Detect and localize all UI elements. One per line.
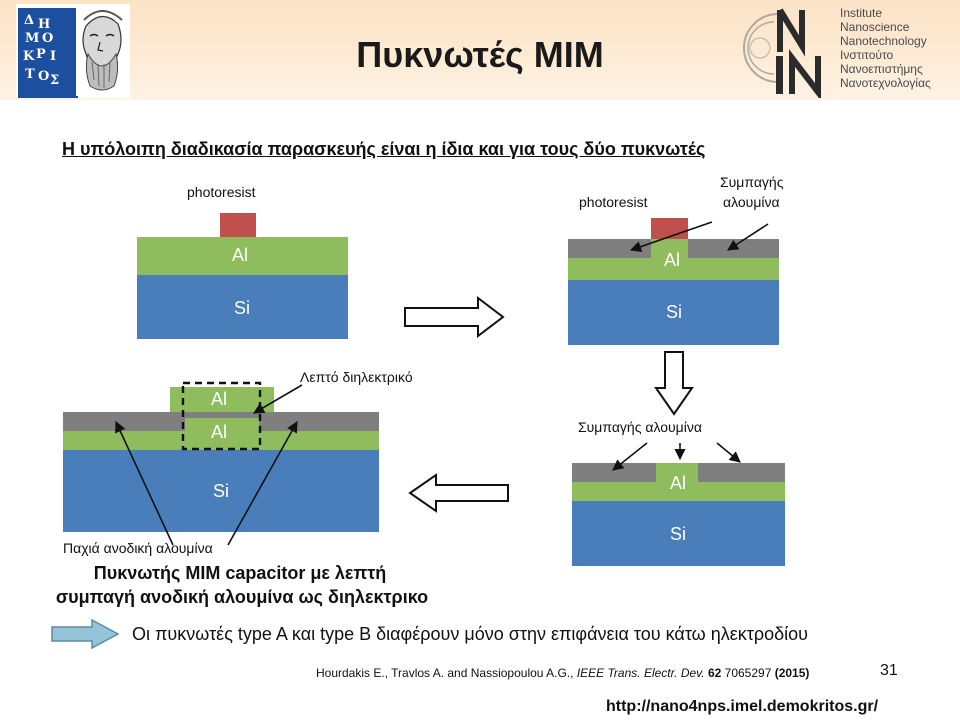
demokritos-logo-badge: Δ Η Μ Ο Κ Ρ Ι Τ Ο Σ bbox=[18, 8, 78, 98]
step3-si-label: Si bbox=[670, 524, 687, 544]
democritus-portrait-icon bbox=[76, 6, 128, 96]
step2-stack bbox=[568, 218, 779, 345]
step4-thick-alumina-label: Παχιά ανοδική αλουμίνα bbox=[63, 540, 213, 556]
step2-al-layer bbox=[568, 258, 779, 280]
step4-stack bbox=[63, 381, 379, 546]
note-arrow-icon bbox=[51, 618, 120, 650]
institute-line: Νανοεπιστήμης bbox=[840, 62, 923, 76]
step2-arrow-left bbox=[629, 221, 713, 252]
reference-authors: Hourdakis E., Travlos A. and Nassiopoulo… bbox=[316, 666, 577, 680]
step3-stack bbox=[572, 442, 785, 566]
step3-arrow-left bbox=[612, 442, 648, 471]
slide-subtitle: Η υπόλοιπη διαδικασία παρασκευής είναι η… bbox=[62, 139, 706, 159]
logo-letter: Η bbox=[38, 17, 51, 32]
step4-si-label: Si bbox=[213, 481, 230, 501]
step1-al-label: Al bbox=[232, 245, 249, 265]
institute-line: Institute bbox=[840, 6, 883, 20]
step1-stack bbox=[137, 213, 348, 339]
logo-letter: Κ bbox=[23, 49, 35, 64]
step2-photoresist-label: photoresist bbox=[579, 194, 648, 210]
process-arrow-right bbox=[404, 295, 505, 339]
reference-citation: Hourdakis E., Travlos A. and Nassiopoulo… bbox=[316, 666, 809, 680]
step3-alumina-left bbox=[572, 463, 656, 482]
step4-thick-alumina-arrow-left bbox=[115, 420, 174, 546]
step2-alumina-right bbox=[688, 239, 779, 258]
step3-al-label: Al bbox=[670, 473, 687, 493]
step4-thin-dielectric bbox=[170, 412, 274, 418]
step3-alumina-right bbox=[698, 463, 785, 482]
step2-alumina-label-line2: αλουμίνα bbox=[723, 194, 780, 210]
demokritos-logo: Δ Η Μ Ο Κ Ρ Ι Τ Ο Σ bbox=[16, 4, 130, 98]
step2-al-label: Al bbox=[664, 250, 681, 270]
step2-alumina-left bbox=[568, 239, 651, 258]
step2-si-layer bbox=[568, 280, 779, 345]
process-arrow-down bbox=[654, 351, 694, 416]
step4-al-bottom-label: Al bbox=[211, 422, 228, 442]
page-title: Πυκνωτές MIM bbox=[356, 34, 604, 75]
step2-alumina-label-line1: Συμπαγής bbox=[720, 174, 784, 190]
logo-letter: Τ bbox=[25, 67, 35, 82]
logo-letter: Ι bbox=[50, 49, 57, 64]
logo-letter: Ο bbox=[42, 31, 54, 46]
institute-line: Ινστιτούτο bbox=[840, 48, 894, 62]
step4-highlight-box bbox=[181, 381, 262, 451]
step3-si-layer bbox=[572, 501, 785, 566]
capacitor-caption-line2: συμπαγή ανοδική αλουμίνα ως διηλεκτρικο bbox=[55, 587, 429, 607]
reference-volume: 62 bbox=[704, 666, 722, 680]
step4-dielectric-arrow bbox=[253, 384, 303, 414]
step1-si-label: Si bbox=[234, 298, 251, 318]
step4-al-top-label: Al bbox=[211, 389, 228, 409]
step4-thin-dielectric-label: Λεπτό διηλεκτρικό bbox=[300, 369, 413, 385]
website-url: http://nano4nps.imel.demokritos.gr/ bbox=[606, 698, 879, 715]
page-number: 31 bbox=[880, 662, 898, 679]
reference-year: (2015) bbox=[774, 666, 810, 680]
step3-al-mesa bbox=[656, 463, 698, 482]
institute-line: Νανοτεχνολογίας bbox=[840, 76, 931, 90]
step4-thick-alumina-arrow-right bbox=[227, 421, 298, 546]
logo-letter: Σ bbox=[50, 73, 60, 88]
logo-letter: Μ bbox=[25, 31, 40, 46]
institute-line: Nanoscience bbox=[840, 20, 910, 34]
header-banner: Δ Η Μ Ο Κ Ρ Ι Τ Ο Σ Πυκνωτές MIM bbox=[0, 0, 960, 100]
logo-letter: Ο bbox=[38, 69, 50, 84]
step1-photoresist-label: photoresist bbox=[187, 184, 256, 200]
type-difference-note: Οι πυκνωτές type A και type B διαφέρουν … bbox=[132, 624, 809, 644]
capacitor-caption-line1: Πυκνωτής MIM capacitor με λεπτή bbox=[93, 563, 387, 583]
inn-institute-logo: Institute Nanoscience Nanotechnology Ινσ… bbox=[738, 2, 958, 98]
step2-al-mesa bbox=[651, 239, 688, 258]
step2-si-label: Si bbox=[666, 302, 683, 322]
step4-si-layer bbox=[63, 450, 379, 532]
step3-al-layer bbox=[572, 482, 785, 501]
step2-arrow-right bbox=[727, 223, 769, 251]
step1-si-layer bbox=[137, 275, 348, 339]
logo-letter: Δ bbox=[24, 13, 35, 28]
step1-al-layer bbox=[137, 237, 348, 275]
inn-logo-icon bbox=[743, 8, 821, 98]
institute-name: Institute Nanoscience Nanotechnology Ινσ… bbox=[840, 6, 931, 90]
step3-alumina-label: Συμπαγής αλουμίνα bbox=[578, 419, 702, 435]
institute-line: Nanotechnology bbox=[840, 34, 927, 48]
reference-journal: IEEE Trans. Electr. Dev. bbox=[576, 666, 705, 680]
step4-al-mesa bbox=[185, 418, 259, 449]
step1-photoresist bbox=[220, 213, 256, 237]
step3-arrow-right bbox=[716, 442, 741, 463]
logo-letter: Ρ bbox=[36, 47, 46, 62]
reference-pages: 7065297 bbox=[721, 666, 775, 680]
process-arrow-left bbox=[408, 473, 509, 513]
